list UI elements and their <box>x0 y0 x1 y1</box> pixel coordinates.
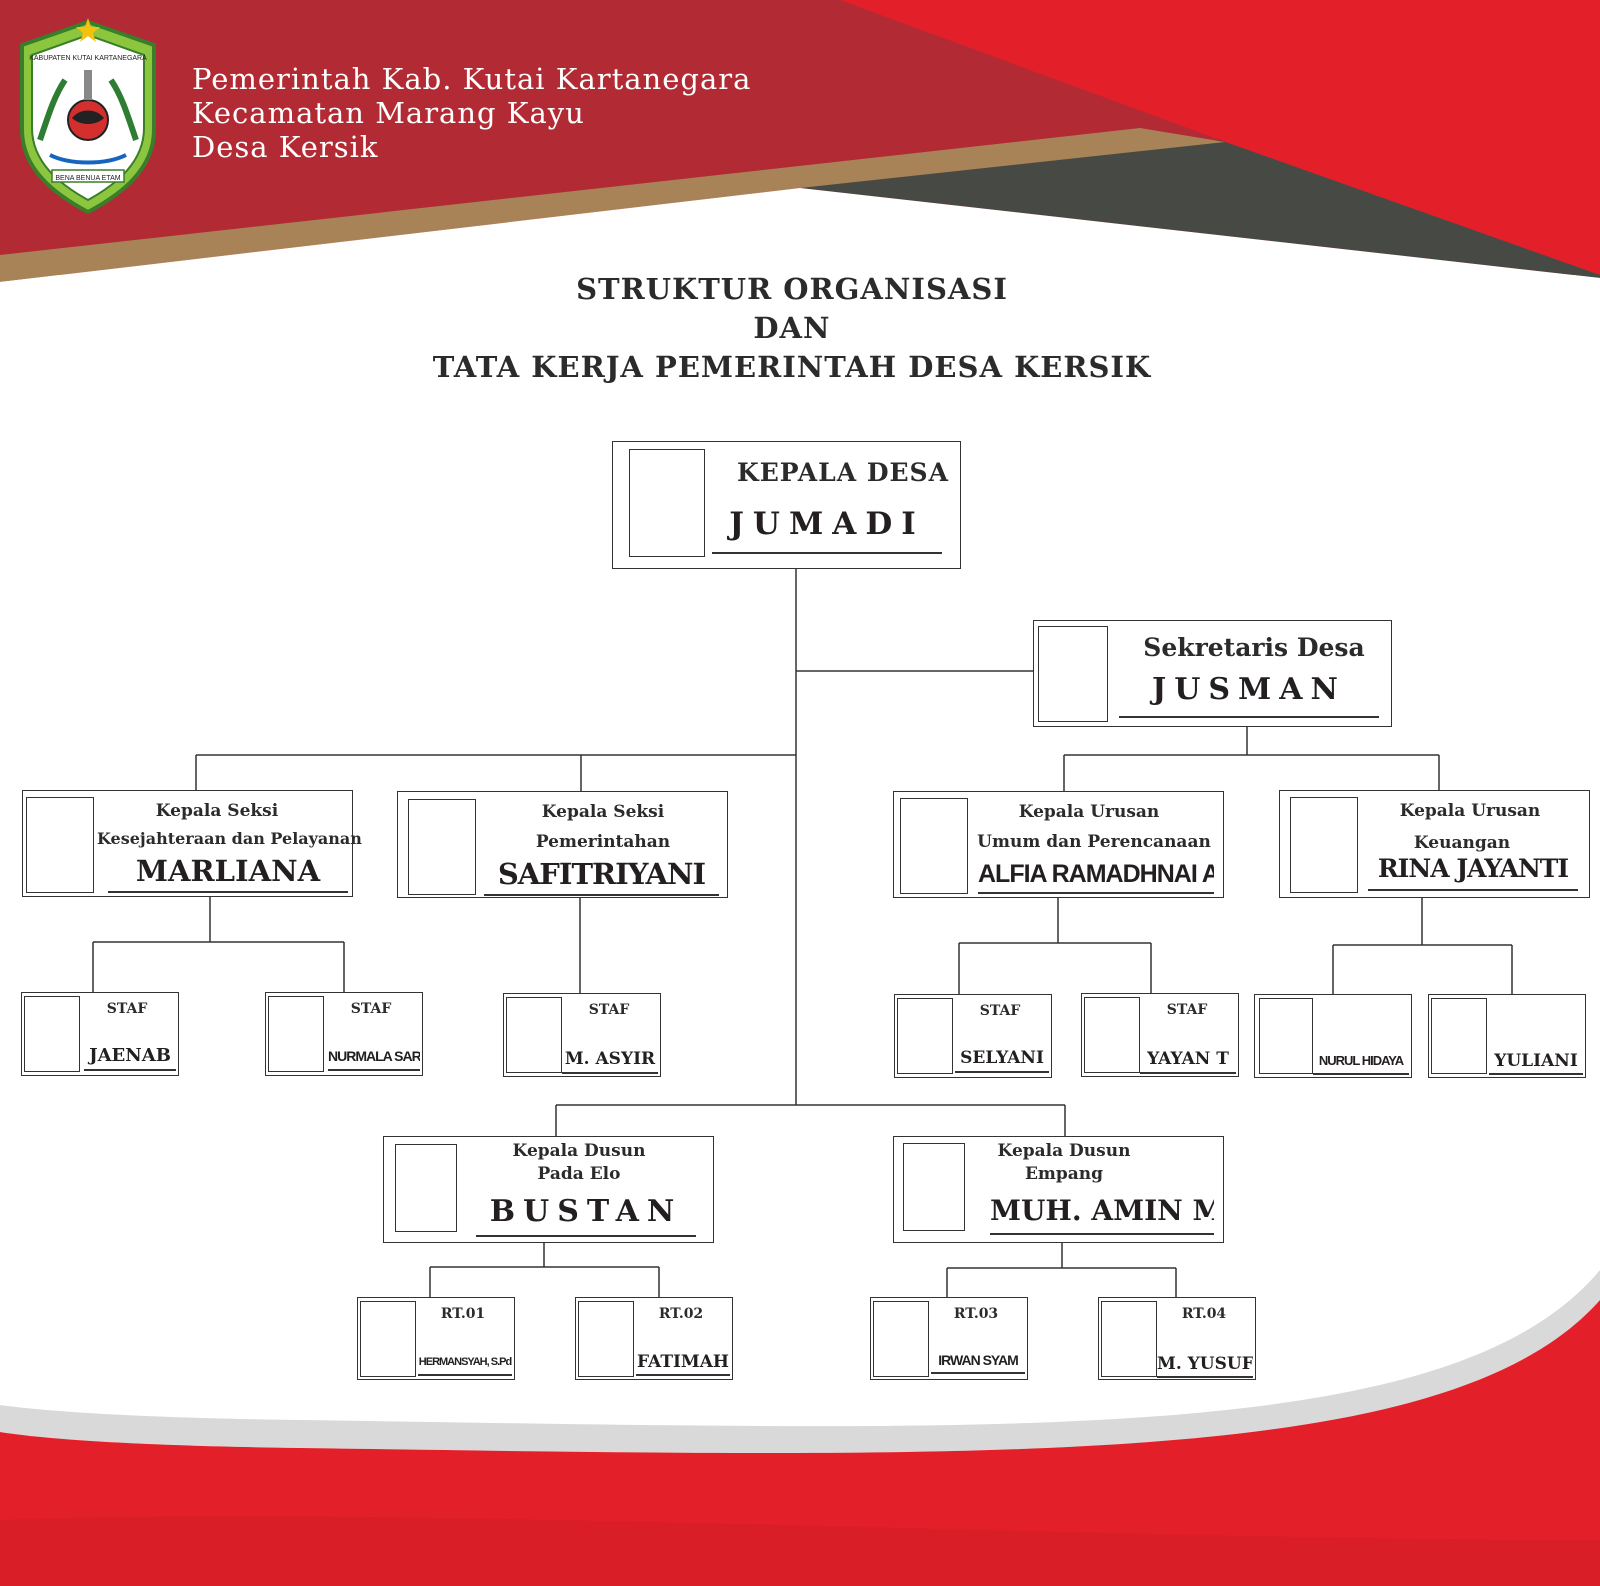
kepala-desa-name: JUMADI <box>712 500 942 554</box>
kaur-keuangan-box: Kepala Urusan Keuangan RINA JAYANTI <box>1279 790 1590 898</box>
kepala-desa-box: KEPALA DESA JUMADI <box>612 441 961 569</box>
photo-placeholder <box>578 1301 634 1377</box>
rt02-name: FATIMAH <box>636 1348 730 1376</box>
kadus-padaelo-box: Kepala Dusun Pada Elo BUSTAN <box>383 1136 714 1243</box>
kasi-kesejahteraan-role1: Kepala Seksi <box>155 801 279 821</box>
photo-placeholder <box>1101 1301 1157 1377</box>
photo-placeholder <box>1431 998 1487 1074</box>
staf-nurmala-role: STAF <box>350 1001 392 1017</box>
content-white-area <box>0 188 1600 1427</box>
title-line-1: STRUKTUR ORGANISASI <box>576 272 1008 306</box>
rt03-box: RT.03 IRWAN SYAM <box>870 1297 1028 1380</box>
photo-placeholder <box>873 1301 929 1377</box>
kasi-pemerintahan-box: Kepala Seksi Pemerintahan SAFITRIYANI <box>397 791 728 898</box>
staf-yayan-name: YAYAN T <box>1140 1044 1236 1074</box>
footer-dark-red-band <box>0 1516 1600 1586</box>
footer-shadow-band <box>0 1270 1600 1454</box>
staf-nurul-box: NURUL HIDAYA <box>1254 994 1412 1078</box>
kaur-umum-name: ALFIA RAMADHNAI A <box>978 856 1214 894</box>
rt04-role: RT.04 <box>1181 1306 1227 1322</box>
kaur-umum-role1: Kepala Urusan <box>1018 802 1160 822</box>
photo-placeholder <box>268 996 324 1072</box>
rt01-role: RT.01 <box>440 1306 486 1322</box>
sekretaris-role: Sekretaris Desa <box>1143 633 1365 662</box>
staf-yayan-role: STAF <box>1166 1002 1208 1018</box>
rt04-box: RT.04 M. YUSUF <box>1098 1297 1256 1380</box>
photo-placeholder <box>900 798 968 894</box>
photo-placeholder <box>408 799 476 895</box>
photo-placeholder <box>506 997 562 1073</box>
staf-yayan-box: STAF YAYAN T <box>1081 993 1239 1077</box>
kepala-desa-role: KEPALA DESA <box>736 458 950 487</box>
title-line-2: DAN <box>753 311 831 345</box>
kadus-empang-box: Kepala Dusun Empang MUH. AMIN M <box>893 1136 1224 1243</box>
header-charcoal-band <box>800 140 1600 278</box>
rt01-name: HERMANSYAH, S.Pd <box>418 1348 512 1376</box>
photo-placeholder <box>629 449 705 557</box>
rt03-name: IRWAN SYAM <box>931 1346 1025 1374</box>
rt02-role: RT.02 <box>658 1306 704 1322</box>
kasi-kesejahteraan-name: MARLIANA <box>108 851 348 893</box>
kadus-empang-role1: Kepala Dusun <box>997 1141 1131 1161</box>
photo-placeholder <box>360 1301 416 1377</box>
photo-placeholder <box>395 1144 457 1232</box>
kaur-umum-role2: Umum dan Perencanaan <box>977 832 1211 852</box>
kaur-keuangan-name: RINA JAYANTI <box>1368 849 1578 891</box>
photo-placeholder <box>903 1143 965 1231</box>
staf-jaenab-name: JAENAB <box>84 1041 176 1071</box>
photo-placeholder <box>897 998 953 1074</box>
sekretaris-box: Sekretaris Desa JUSMAN <box>1033 620 1392 727</box>
kaur-keuangan-role1: Kepala Urusan <box>1399 801 1541 821</box>
header-line-1: Pemerintah Kab. Kutai Kartanegara <box>192 62 752 96</box>
staf-nurul-name: NURUL HIDAYA <box>1313 1047 1409 1075</box>
rt04-name: M. YUSUF <box>1157 1350 1253 1378</box>
kadus-padaelo-role1: Kepala Dusun <box>512 1141 646 1161</box>
header-dark-red-band <box>0 0 1220 255</box>
staf-jaenab-box: STAF JAENAB <box>21 992 179 1076</box>
kasi-kesejahteraan-role2: Kesejahteraan dan Pelayanan <box>97 829 362 848</box>
title-line-3: TATA KERJA PEMERINTAH DESA KERSIK <box>432 350 1152 384</box>
footer-red-band <box>0 1300 1600 1586</box>
kaur-umum-box: Kepala Urusan Umum dan Perencanaan ALFIA… <box>893 791 1224 898</box>
header-line-3: Desa Kersik <box>192 130 379 164</box>
staf-asyir-name: M. ASYIR <box>562 1044 658 1074</box>
rt02-box: RT.02 FATIMAH <box>575 1297 733 1380</box>
photo-placeholder <box>1038 626 1108 722</box>
chart-title: STRUKTUR ORGANISASI DAN TATA KERJA PEMER… <box>0 270 1584 387</box>
emblem-bottom-text: BENA BENUA ETAM <box>55 175 120 182</box>
kadus-padaelo-role2: Pada Elo <box>537 1164 621 1184</box>
kadus-empang-name: MUH. AMIN M <box>990 1189 1214 1235</box>
kasi-pemerintahan-role2: Pemerintahan <box>535 832 671 852</box>
emblem-top-text: KABUPATEN KUTAI KARTANEGARA <box>29 55 147 62</box>
staf-asyir-role: STAF <box>588 1002 630 1018</box>
rt01-box: RT.01 HERMANSYAH, S.Pd <box>357 1297 515 1380</box>
staf-jaenab-role: STAF <box>106 1001 148 1017</box>
kasi-pemerintahan-role1: Kepala Seksi <box>541 802 665 822</box>
kadus-padaelo-name: BUSTAN <box>476 1189 696 1237</box>
staf-selyani-name: SELYANI <box>955 1043 1049 1073</box>
staf-selyani-role: STAF <box>979 1003 1021 1019</box>
photo-placeholder <box>1259 998 1313 1074</box>
rt03-role: RT.03 <box>953 1306 999 1322</box>
photo-placeholder <box>1084 997 1140 1073</box>
photo-placeholder <box>26 797 94 893</box>
staf-asyir-box: STAF M. ASYIR <box>503 993 661 1077</box>
photo-placeholder <box>24 996 80 1072</box>
header-line-2: Kecamatan Marang Kayu <box>192 96 585 130</box>
kaur-keuangan-role2: Keuangan <box>1413 833 1511 853</box>
regency-emblem-icon: BENA BENUA ETAM KABUPATEN KUTAI KARTANEG… <box>20 18 156 215</box>
staf-selyani-box: STAF SELYANI <box>894 994 1052 1078</box>
photo-placeholder <box>1290 797 1358 893</box>
kadus-empang-role2: Empang <box>1024 1164 1104 1184</box>
kasi-kesejahteraan-box: Kepala Seksi Kesejahteraan dan Pelayanan… <box>22 790 362 897</box>
header-gold-band <box>0 128 1225 282</box>
kasi-pemerintahan-name: SAFITRIYANI <box>484 854 719 896</box>
staf-yuliani-box: YULIANI <box>1428 994 1586 1078</box>
staf-yuliani-name: YULIANI <box>1489 1047 1583 1075</box>
header-text: Pemerintah Kab. Kutai Kartanegara Kecama… <box>192 62 751 164</box>
staf-nurmala-box: STAF NURMALA SARI <box>265 992 423 1076</box>
staf-nurmala-name: NURMALA SARI <box>328 1041 420 1071</box>
sekretaris-name: JUSMAN <box>1119 666 1379 718</box>
